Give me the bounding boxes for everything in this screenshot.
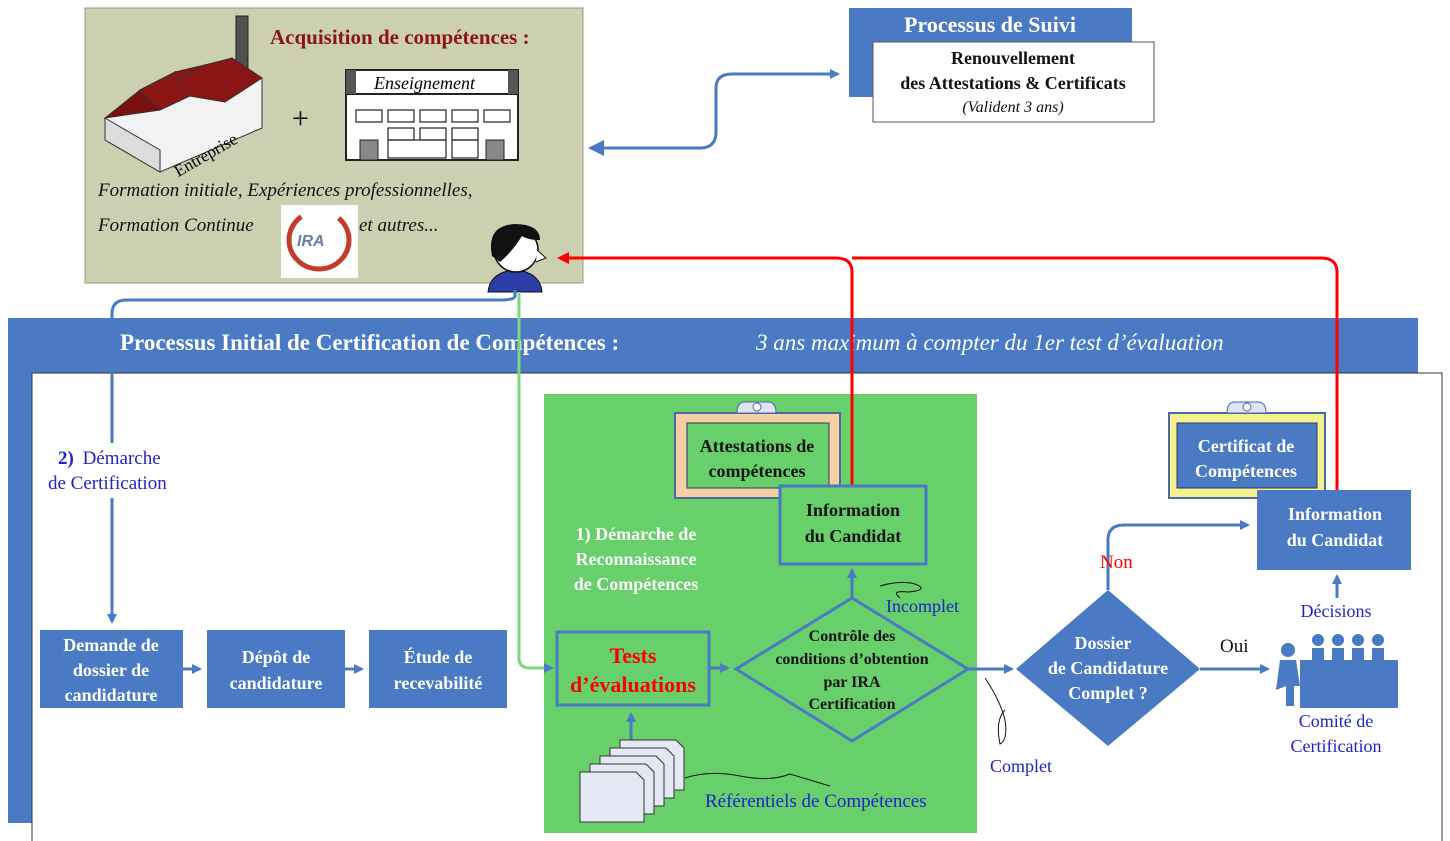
box-info-candidat-2: Information du Candidat	[1257, 490, 1411, 570]
initial-subtitle: 3 ans maximum à compter du 1er test d’év…	[755, 330, 1224, 355]
enseignement-label: Enseignement	[373, 73, 476, 93]
arrow-candidate-to-tests	[517, 292, 554, 673]
red-arrow-info1-to-candidate	[557, 252, 854, 485]
suivi-link-arrow	[590, 69, 840, 150]
complet-label: Complet	[990, 756, 1052, 776]
certificat-line2: Compétences	[1195, 461, 1297, 481]
svg-text:Étude de: Étude de	[404, 646, 473, 667]
diamond-dossier: Dossier de Candidature Complet ?	[1016, 590, 1200, 746]
suivi-line3: (Valident 3 ans)	[962, 99, 1063, 116]
svg-text:Demande de: Demande de	[63, 635, 159, 655]
svg-text:d’évaluations: d’évaluations	[570, 672, 696, 697]
attestations-clipboard: Attestations de compétences	[674, 401, 841, 499]
comite-line2: Certification	[1291, 736, 1382, 756]
box-info-candidat-1: Information du Candidat	[778, 484, 928, 566]
referentiels-pointer	[684, 772, 831, 787]
svg-text:de Candidature: de Candidature	[1048, 658, 1168, 678]
red-arrow-info2-to-candidate	[852, 256, 1339, 490]
attestations-line2: compétences	[709, 461, 806, 481]
svg-text:Tests: Tests	[610, 643, 657, 668]
decisions-label: Décisions	[1301, 601, 1372, 621]
committee-icon	[1276, 634, 1398, 708]
svg-text:1) Démarche de: 1) Démarche de	[576, 524, 697, 545]
acquisition-panel: Acquisition de compétences : Entreprise …	[84, 7, 584, 293]
diamond-controle: Contrôle des conditions d’obtention par …	[733, 596, 971, 743]
svg-text:Certification: Certification	[808, 696, 895, 713]
attestations-line1: Attestations de	[700, 436, 815, 456]
arrow-dossier-non	[1106, 520, 1250, 590]
svg-text:Dossier: Dossier	[1075, 633, 1132, 653]
svg-text:du Candidat: du Candidat	[1287, 530, 1384, 550]
oui-label: Oui	[1220, 636, 1249, 657]
suivi-link-arrowhead-left	[588, 140, 604, 156]
box-demande: Demande de dossier de candidature	[40, 630, 183, 708]
svg-text:dossier de: dossier de	[73, 660, 149, 680]
svg-text:Reconnaissance: Reconnaissance	[576, 549, 697, 569]
suivi-line2: des Attestations & Certificats	[900, 73, 1125, 93]
arrow-candidate-to-demande	[107, 290, 517, 624]
svg-text:candidature: candidature	[65, 685, 158, 705]
suivi-title: Processus de Suivi	[904, 12, 1076, 37]
box-etude: Étude de recevabilité	[369, 630, 507, 708]
svg-text:2) Démarche: 2) Démarche	[58, 448, 161, 469]
acquisition-line1: Formation initiale, Expériences professi…	[97, 180, 472, 201]
box-depot: Dépôt de candidature	[207, 630, 345, 708]
svg-text:candidature: candidature	[230, 673, 323, 693]
candidate-person-icon	[487, 224, 547, 293]
svg-text:par IRA: par IRA	[823, 674, 880, 691]
non-label: Non	[1100, 552, 1133, 573]
svg-text:recevabilité: recevabilité	[394, 673, 483, 693]
incomplet-pointer	[879, 581, 922, 599]
acquisition-title: Acquisition de compétences :	[270, 25, 530, 49]
acquisition-line2a: Formation Continue	[97, 215, 254, 236]
svg-text:Information: Information	[1288, 504, 1382, 524]
demarche-reconnaissance-label: 1) Démarche de Reconnaissance de Compéte…	[574, 524, 698, 594]
svg-text:Information: Information	[806, 500, 900, 520]
svg-text:Complet ?: Complet ?	[1068, 683, 1148, 703]
referentiels-label: Référentiels de Compétences	[705, 791, 927, 812]
school-icon: Enseignement	[345, 69, 519, 161]
svg-text:IRA: IRA	[297, 233, 325, 250]
svg-text:de Compétences: de Compétences	[574, 574, 698, 594]
incomplet-label: Incomplet	[886, 596, 959, 616]
documents-stack-icon	[579, 739, 685, 823]
certificat-line1: Certificat de	[1198, 436, 1294, 456]
demarche-certification-label: 2) Démarche de Certification	[48, 443, 167, 498]
svg-text:Contrôle des: Contrôle des	[809, 628, 896, 645]
demarche2-line1: Démarche	[83, 448, 161, 469]
demarche2-num: 2)	[58, 448, 74, 469]
comite-line1: Comité de	[1299, 711, 1374, 731]
demarche2-line2: de Certification	[48, 473, 167, 494]
svg-text:du Candidat: du Candidat	[805, 526, 902, 546]
svg-text:Dépôt de: Dépôt de	[242, 647, 311, 667]
certificat-clipboard: Certificat de Compétences	[1168, 401, 1326, 499]
factory-icon: Entreprise	[103, 15, 263, 181]
initial-title: Processus Initial de Certification de Co…	[120, 330, 619, 355]
ira-logo: IRA	[281, 205, 358, 278]
complet-pointer	[984, 677, 1007, 745]
box-tests: Tests d’évaluations	[555, 630, 711, 707]
plus-sign: +	[292, 102, 309, 135]
suivi-panel: Processus de Suivi Renouvellement des At…	[849, 8, 1155, 123]
acquisition-line2b: et autres...	[359, 215, 439, 236]
svg-text:conditions d’obtention: conditions d’obtention	[775, 651, 928, 668]
suivi-line1: Renouvellement	[951, 48, 1075, 68]
